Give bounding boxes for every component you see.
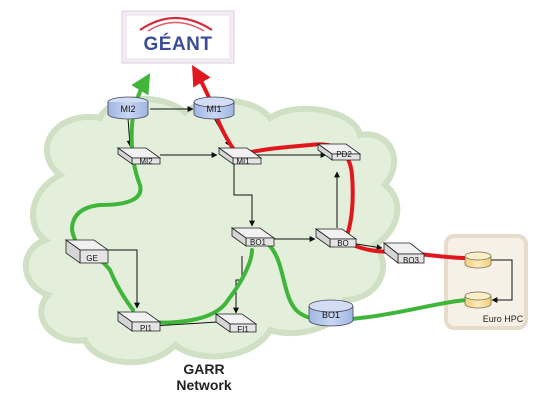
hpc-node-top (464, 251, 492, 269)
hpc-node-bottom (464, 291, 492, 309)
svg-text:MI2: MI2 (139, 157, 153, 166)
geant-logo: GÉANT (121, 10, 235, 64)
router-mi1-top: MI1 (193, 96, 235, 120)
svg-text:BO: BO (337, 239, 349, 248)
svg-text:BO3: BO3 (403, 256, 420, 265)
svg-text:BO1: BO1 (322, 310, 340, 320)
svg-text:MI2: MI2 (120, 104, 135, 114)
svg-text:PI1: PI1 (140, 324, 153, 333)
svg-text:MI1: MI1 (236, 157, 250, 166)
switch-mi1: MI1 (217, 147, 263, 166)
router-bo1: BO1 (308, 299, 354, 327)
network-label-line1: GARR (183, 361, 224, 377)
garr-cloud (22, 95, 401, 366)
switch-pi1: PI1 (116, 311, 162, 333)
svg-text:BO1: BO1 (250, 238, 267, 247)
euro-hpc-label: Euro HPC (483, 314, 524, 324)
network-label-line2: Network (176, 377, 231, 393)
svg-text:PD2: PD2 (336, 150, 352, 159)
router-mi2-top: MI2 (107, 96, 149, 120)
black-links (90, 106, 513, 329)
svg-text:GÉANT: GÉANT (144, 33, 213, 55)
switch-bo: BO (314, 228, 358, 248)
switch-bo1: BO1 (230, 227, 276, 247)
svg-text:GE: GE (86, 254, 98, 263)
switch-bo3: BO3 (382, 242, 426, 265)
switch-mi2: MI2 (116, 147, 162, 166)
svg-text:MI1: MI1 (206, 104, 221, 114)
switch-pd2: PD2 (316, 143, 362, 161)
switch-fi1: FI1 (214, 313, 258, 334)
switch-ge: GE (64, 239, 110, 264)
svg-text:FI1: FI1 (237, 325, 249, 334)
